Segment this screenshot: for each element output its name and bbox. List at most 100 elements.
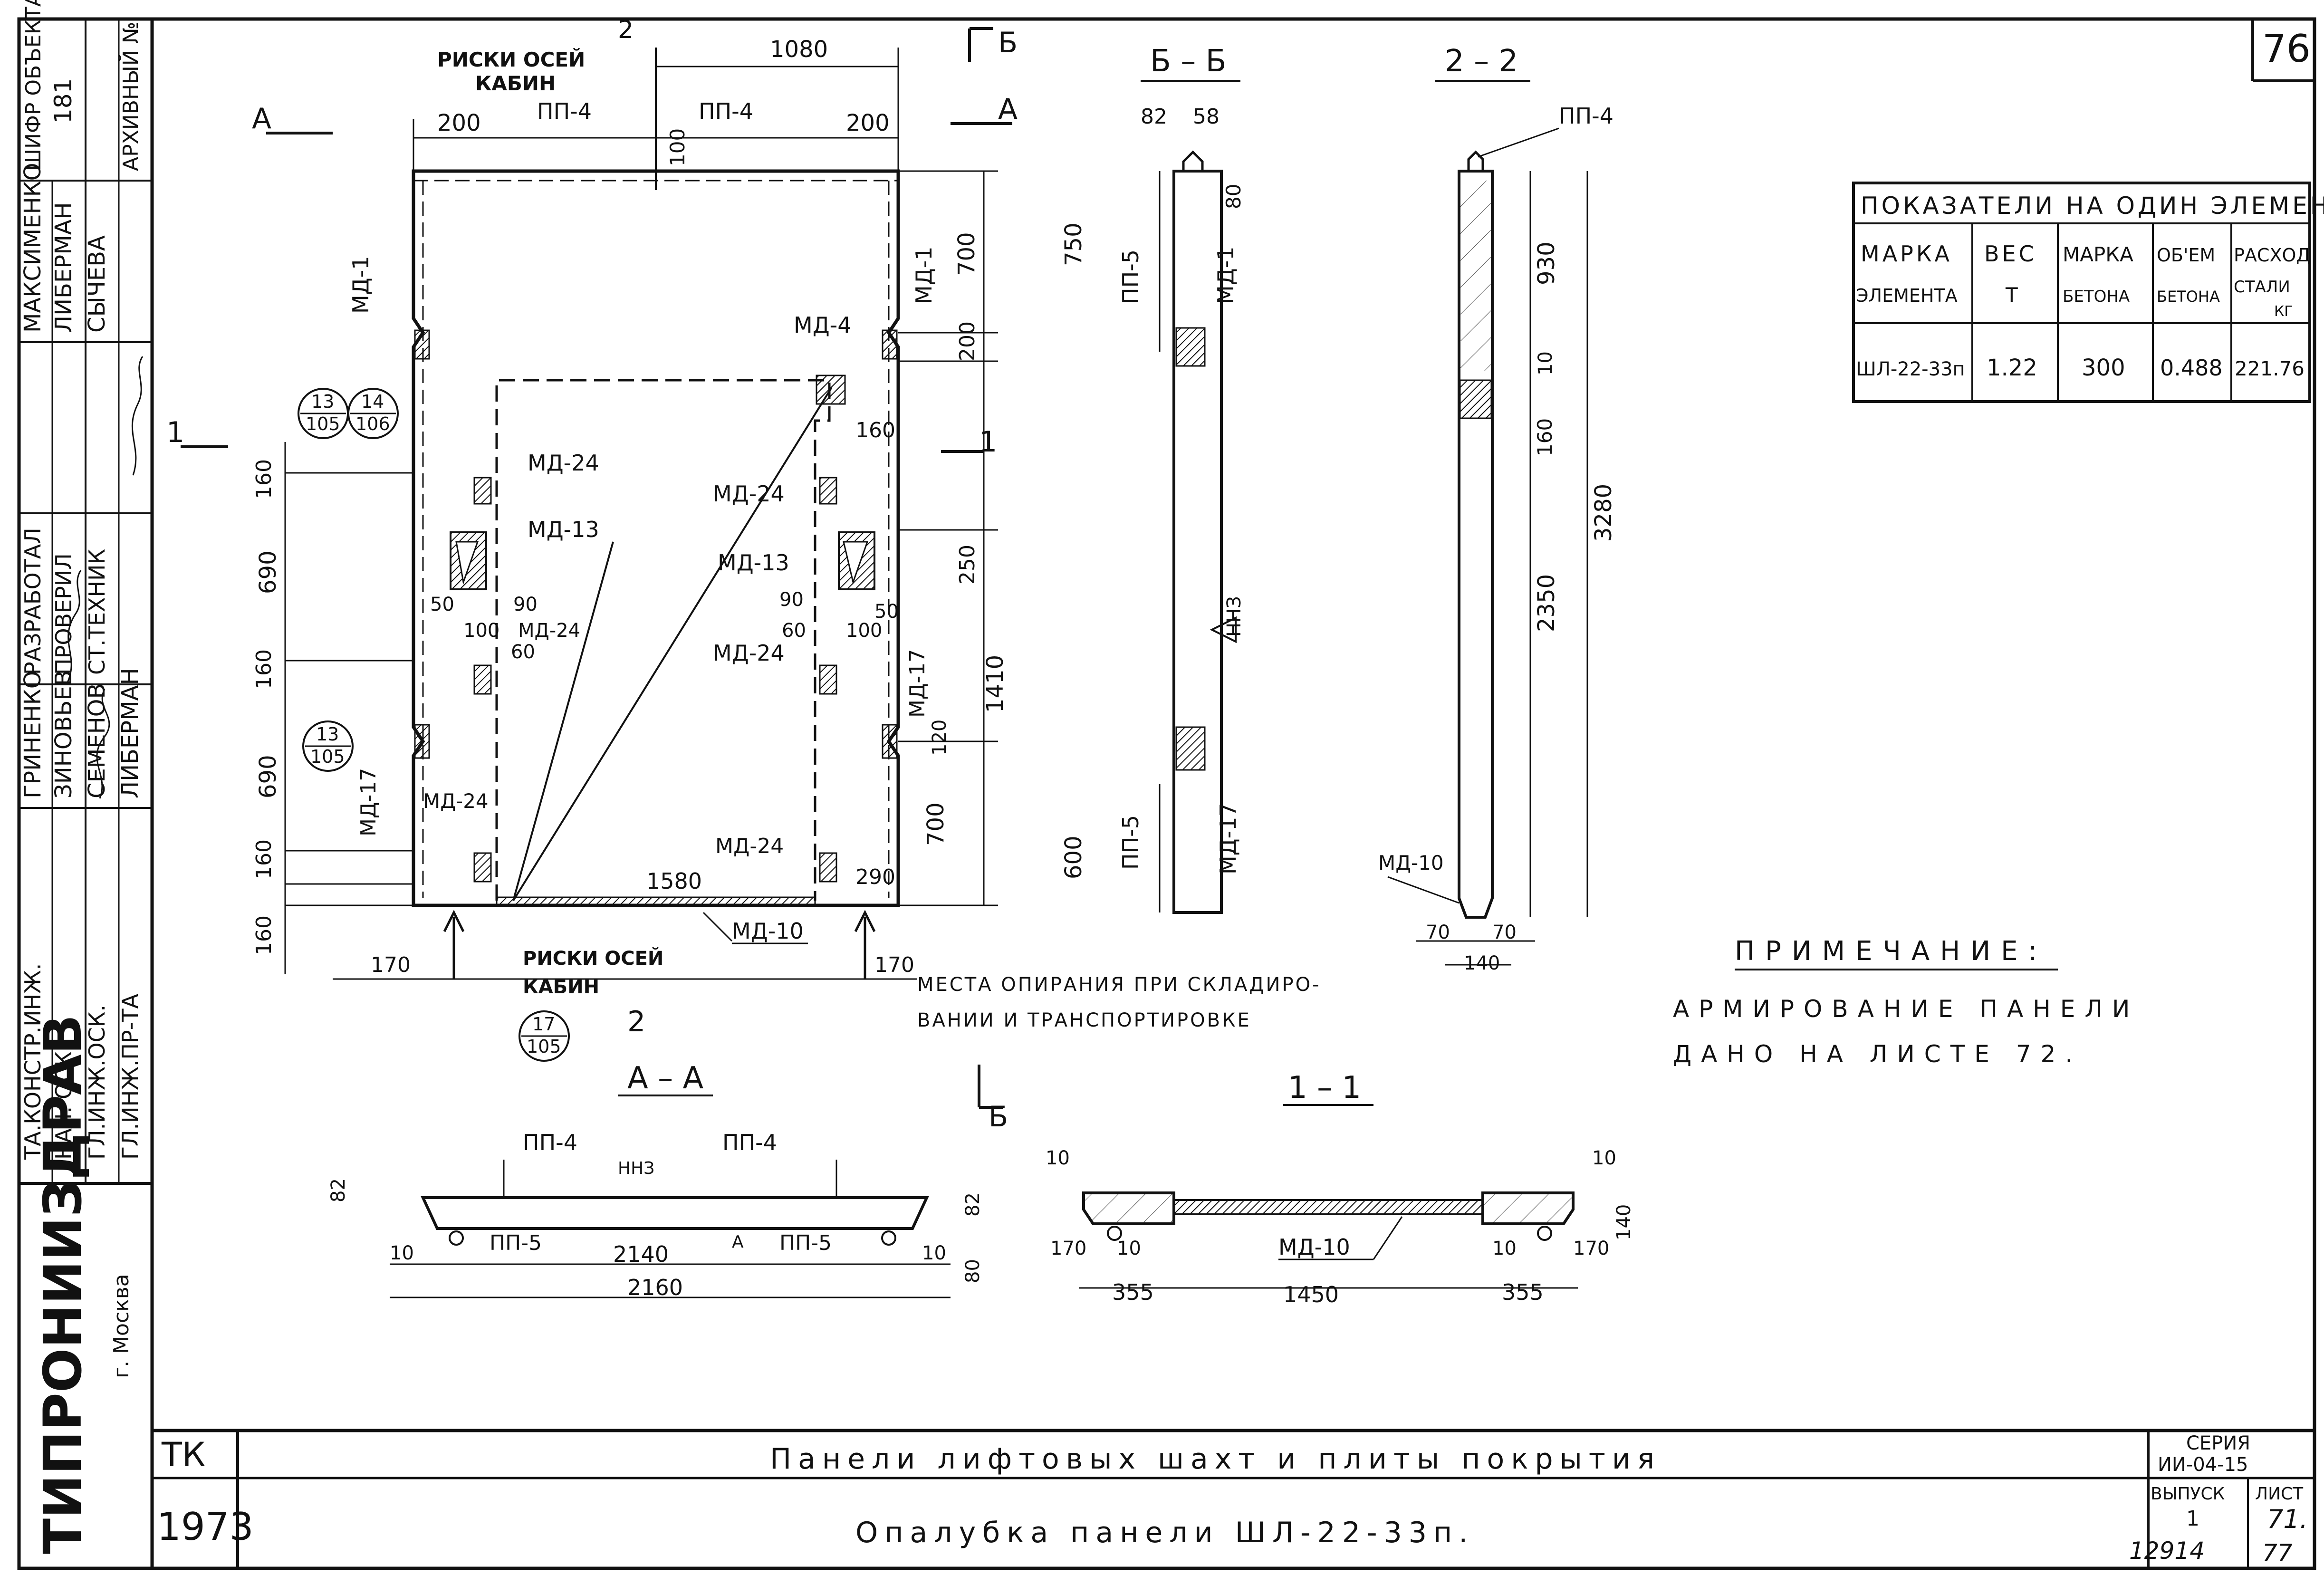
section-22-dim-140: 140 bbox=[1464, 952, 1500, 974]
section-aa-label-pp-5-left: ПП-5 bbox=[490, 1231, 542, 1255]
stamp-name-1: ЗИНОВЬЕВ bbox=[50, 670, 77, 798]
label-md-17-left: МД-17 bbox=[356, 768, 381, 836]
table-header-2-line-1: БЕТОНА bbox=[2063, 287, 2130, 306]
table-header-4-line-0: РАСХОД bbox=[2234, 245, 2310, 266]
dim-top-200-left: 200 bbox=[437, 110, 481, 136]
table-header-0-line-0: МАРКА bbox=[1861, 241, 1952, 267]
section-mark-2-bottom: 2 bbox=[627, 1005, 645, 1038]
callout-14-106: 14 106 bbox=[347, 388, 399, 439]
section-mark-a-left: А bbox=[252, 102, 271, 135]
table-header-4-line-2: КГ bbox=[2274, 303, 2293, 320]
year-label: 1973 bbox=[157, 1505, 254, 1549]
label-support-places-2: ВАНИИ И ТРАНСПОРТИРОВКЕ bbox=[917, 1009, 1251, 1031]
table-header-2-line-0: МАРКА bbox=[2063, 243, 2133, 266]
section-11-dim-10-top-right: 10 bbox=[1592, 1147, 1616, 1169]
left-stamp: ТА.КОНСТР.ИНЖ. НАЧ. ОСК. ГЛ.ИНЖ.ОСК. ГЛ.… bbox=[17, 0, 154, 1570]
label-md-24-upper-right: МД-24 bbox=[713, 481, 785, 507]
callout-17-105: 17 105 bbox=[519, 1010, 570, 1062]
note-heading: ПРИМЕЧАНИЕ: bbox=[1735, 936, 2047, 967]
table-header-1-line-1: Т bbox=[2005, 283, 2018, 307]
label-cabins-bottom: КАБИН bbox=[523, 976, 599, 998]
dim-left-160-c: 160 bbox=[252, 839, 276, 879]
dim-left-690-b: 690 bbox=[255, 755, 281, 798]
indicators-table: ПОКАЗАТЕЛИ НА ОДИН ЭЛЕМЕНТ МАРКА ЭЛЕМЕНТ… bbox=[1852, 182, 2324, 403]
callout-13-105-a: 13 105 bbox=[298, 388, 349, 439]
section-bb-body bbox=[1172, 170, 1223, 914]
title-block: ТК 1973 Панели лифтовых шахт и плиты пок… bbox=[152, 1429, 2314, 1568]
table-header-0-line-1: ЭЛЕМЕНТА bbox=[1856, 285, 1958, 306]
section-mark-b-bottom: Б bbox=[989, 1100, 1008, 1133]
stamp-name2-1: ЛИБЕРМАН bbox=[50, 202, 77, 333]
svg-text:105: 105 bbox=[527, 1036, 561, 1057]
embed-md-17-right bbox=[882, 724, 898, 759]
dim-bottom-170-left: 170 bbox=[371, 953, 411, 977]
stamp-top-label-2: АРХИВНЫЙ № bbox=[118, 22, 143, 171]
section-bb-embed-top bbox=[1175, 327, 1206, 367]
signature-mark bbox=[66, 570, 82, 685]
section-aa-loop bbox=[449, 1230, 464, 1246]
dim-top-2: 2 bbox=[618, 16, 634, 44]
dim-small-90-left: 90 bbox=[513, 594, 538, 615]
stamp-name2-0: МАКСИМЕНКО bbox=[19, 163, 46, 333]
stamp-role-0: ТА.КОНСТР.ИНЖ. bbox=[20, 963, 46, 1160]
dim-right-120: 120 bbox=[929, 720, 951, 756]
section-11-dim-170-right: 170 bbox=[1573, 1238, 1609, 1259]
section-11-label-md-10: МД-10 bbox=[1278, 1234, 1350, 1260]
issue-value: 1 bbox=[2186, 1507, 2199, 1531]
stamp-name2-2: СЫЧЕВА bbox=[84, 235, 110, 333]
section-aa-dim-80: 80 bbox=[962, 1259, 984, 1283]
section-aa-body bbox=[421, 1196, 929, 1230]
dim-bottom-1580: 1580 bbox=[646, 868, 702, 894]
label-md-24-lower-right: МД-24 bbox=[715, 834, 784, 858]
svg-text:17: 17 bbox=[532, 1014, 555, 1035]
section-22-body bbox=[1458, 170, 1494, 919]
stamp-role-1: НАЧ. ОСК. bbox=[51, 1045, 77, 1160]
section-aa-dim-82-right: 82 bbox=[962, 1192, 984, 1217]
embed-md-13-window bbox=[843, 541, 869, 585]
label-md-24-upper-left: МД-24 bbox=[528, 450, 599, 476]
signature-mark bbox=[131, 356, 144, 476]
dim-small-50-right: 50 bbox=[874, 601, 899, 623]
stamp-top-label-1: 181 bbox=[49, 78, 77, 124]
dim-top-200-right: 200 bbox=[846, 110, 890, 136]
dim-right-700-top: 700 bbox=[953, 232, 980, 276]
dim-small-60-left: 60 bbox=[511, 641, 535, 663]
embed-md-24 bbox=[819, 664, 837, 695]
section-aa-dim-2160: 2160 bbox=[627, 1275, 683, 1300]
stamp-role2-0: РАЗРАБОТАЛ bbox=[20, 528, 46, 675]
label-axes-marks-bottom: РИСКИ ОСЕЙ bbox=[523, 947, 663, 970]
org-city: г. Москва bbox=[109, 1274, 134, 1378]
stamp-name-0: ГРИНЕНКО bbox=[19, 671, 46, 799]
svg-text:105: 105 bbox=[306, 413, 340, 434]
series-value: ИИ-04-15 bbox=[2158, 1454, 2248, 1476]
sheet-label: ЛИСТ bbox=[2255, 1484, 2304, 1504]
section-22-dim-160: 160 bbox=[1533, 418, 1556, 456]
embed-md-24 bbox=[473, 664, 492, 695]
dim-top-1080: 1080 bbox=[770, 36, 828, 63]
embed-md-24 bbox=[819, 477, 837, 505]
section-22-label-pp-4: ПП-4 bbox=[1559, 103, 1613, 129]
note-block: ПРИМЕЧАНИЕ: АРМИРОВАНИЕ ПАНЕЛИ ДАНО НА Л… bbox=[1673, 936, 2139, 1068]
embed-md-1-right bbox=[882, 329, 898, 360]
dim-small-50-left: 50 bbox=[430, 594, 454, 615]
section-22-label-md-10: МД-10 bbox=[1378, 851, 1444, 874]
table-header-3-line-1: БЕТОНА bbox=[2157, 288, 2220, 306]
section-mark-b-top: Б bbox=[998, 26, 1018, 59]
stamp-role2-1: ПРОВЕРИЛ bbox=[51, 553, 77, 675]
label-md-4: МД-4 bbox=[794, 312, 852, 338]
support-arrow-left bbox=[443, 910, 465, 979]
svg-text:13: 13 bbox=[316, 724, 339, 745]
note-line-1: АРМИРОВАНИЕ ПАНЕЛИ bbox=[1673, 995, 2139, 1023]
section-aa-loop bbox=[881, 1230, 896, 1246]
title-line-1: Панели лифтовых шахт и плиты покрытия bbox=[770, 1442, 1661, 1476]
section-11-dim-355-left: 355 bbox=[1112, 1279, 1154, 1305]
section-11-dim-170-left: 170 bbox=[1050, 1238, 1086, 1259]
table-cell-steel: 221.76 bbox=[2235, 357, 2305, 380]
section-22-dim-930: 930 bbox=[1533, 241, 1560, 285]
signature-mark bbox=[96, 689, 110, 799]
section-aa-label-nnz: ННЗ bbox=[618, 1159, 654, 1178]
section-11: 1 – 1 10 10 170 10 10 170 140 355 1450 3… bbox=[1046, 1070, 1635, 1307]
md-10-strip bbox=[496, 896, 816, 906]
table-header-3-line-0: ОБ'ЕМ bbox=[2157, 245, 2215, 266]
